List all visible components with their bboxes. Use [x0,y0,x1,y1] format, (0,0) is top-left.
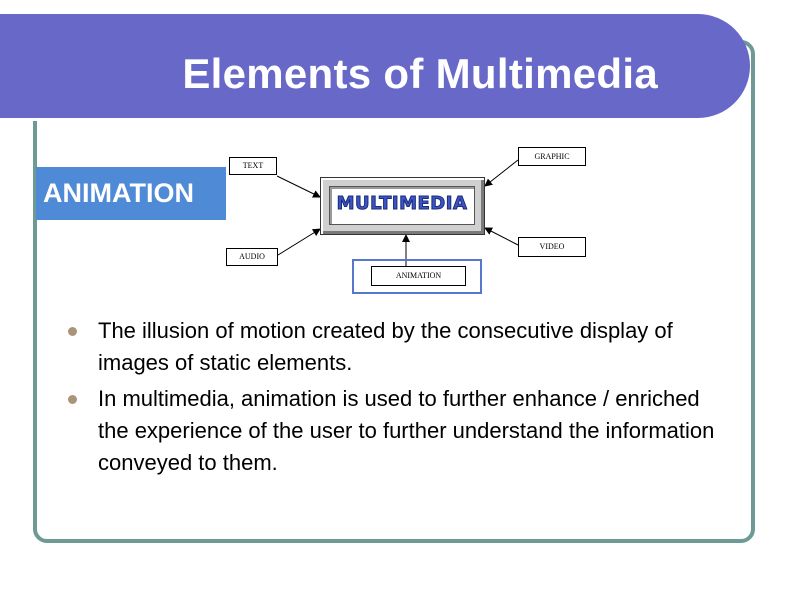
diagram-center-label: MULTIMEDIA [336,193,468,215]
bullet-dot-icon [68,395,77,404]
bullet-item: In multimedia, animation is used to furt… [66,383,726,479]
section-label: ANIMATION [36,167,226,220]
bullet-text: The illusion of motion created by the co… [98,318,673,375]
title-underline [0,118,710,121]
animation-highlight-frame [352,259,482,294]
diagram-node-text: TEXT [229,157,277,175]
diagram-node-video: VIDEO [518,237,586,257]
diagram-center-inner: MULTIMEDIA [329,186,475,225]
diagram-center-node: MULTIMEDIA [320,177,485,235]
diagram-node-animation: ANIMATION [371,266,466,286]
bullet-dot-icon [68,327,77,336]
slide-title: Elements of Multimedia [182,50,658,97]
title-banner: Elements of Multimedia [0,14,750,121]
diagram-node-graphic: GRAPHIC [518,147,586,166]
diagram-node-audio: AUDIO [226,248,278,266]
bullet-text: In multimedia, animation is used to furt… [98,386,715,475]
bullet-list: The illusion of motion created by the co… [66,315,726,483]
bullet-item: The illusion of motion created by the co… [66,315,726,379]
